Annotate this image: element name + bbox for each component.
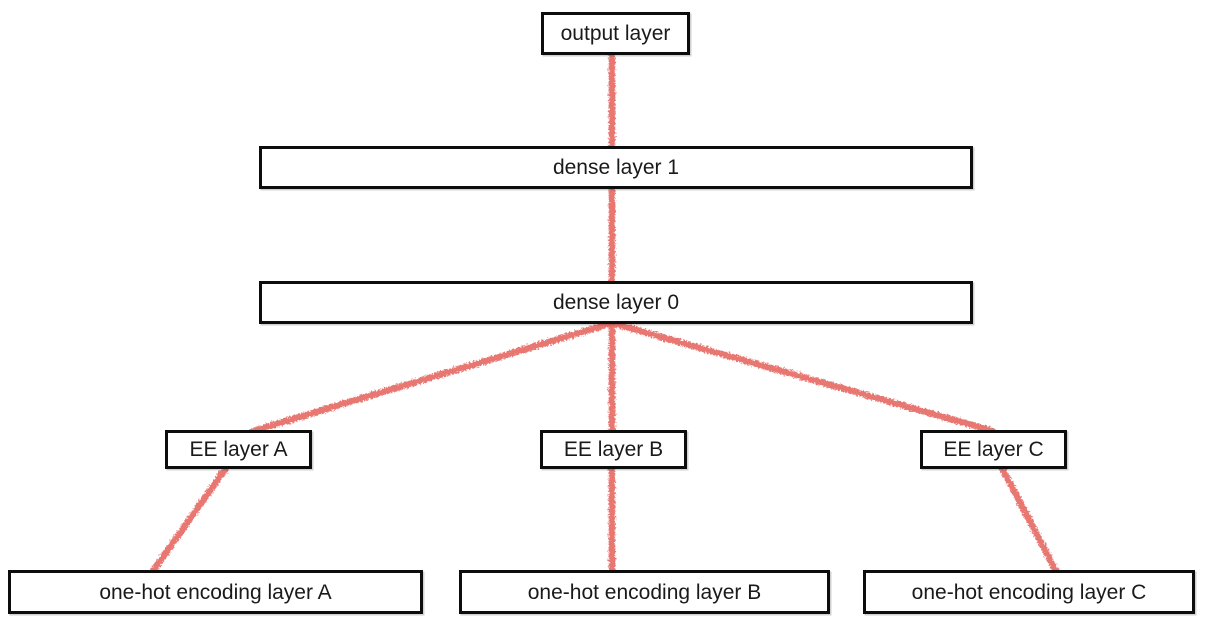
node-dense-layer-0: dense layer 0 bbox=[259, 281, 973, 324]
node-one-hot-encoding-layer-a: one-hot encoding layer A bbox=[8, 570, 423, 614]
node-one-hot-encoding-layer-c: one-hot encoding layer C bbox=[863, 570, 1195, 614]
node-one-hot-encoding-layer-b: one-hot encoding layer B bbox=[459, 570, 830, 614]
node-output-layer: output layer bbox=[541, 12, 690, 55]
node-ee-layer-c: EE layer C bbox=[920, 430, 1067, 469]
node-ee-layer-a: EE layer A bbox=[165, 430, 312, 469]
node-dense-layer-1: dense layer 1 bbox=[259, 146, 973, 189]
edge-dense0-to-ee-c bbox=[608, 319, 997, 435]
edge-ee-c-to-onehot-c bbox=[998, 464, 1060, 575]
edge-ee-a-to-onehot-a bbox=[149, 464, 230, 575]
node-ee-layer-b: EE layer B bbox=[540, 430, 687, 469]
edge-dense0-to-ee-a bbox=[249, 319, 616, 435]
